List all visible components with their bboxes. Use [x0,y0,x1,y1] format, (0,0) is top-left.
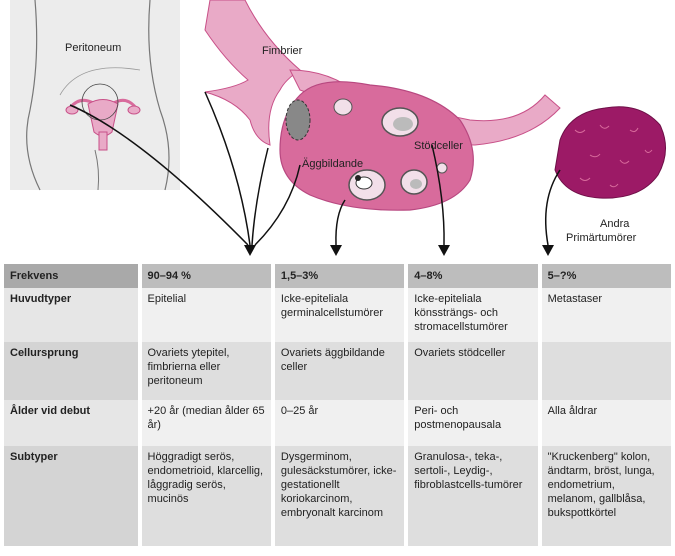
table-cell: Ovariets ytepitel, fimbrierna eller peri… [141,342,271,400]
table-cell: 1,5–3% [274,264,405,288]
label-primartumorer: Primärtumörer [566,232,637,244]
row-label: Frekvens [4,264,138,288]
arrowheads [244,245,554,256]
label-aggbildande: Äggbildande [302,158,364,170]
table-cell: "Kruckenberg" kolon, ändtarm, bröst, lun… [541,446,671,546]
table-cell: 4–8% [408,264,538,288]
table-cell: Ovariets stödceller [408,342,538,400]
tumor-texture [574,124,653,188]
row-label: Huvudtyper [4,288,138,342]
arrows [69,91,561,246]
ovary-illustration [10,0,666,256]
label-stodceller: Stödceller [414,140,463,152]
body-silhouette [10,0,180,191]
table-cell: Icke-epiteliala germinalcellstumörer [274,288,405,342]
table-cell: Dysgerminom, gulesäckstumörer, icke-gest… [274,446,405,546]
table-cell: Alla åldrar [541,400,671,446]
table-cell: Icke-epiteliala könssträngs- och stromac… [408,288,538,342]
table-cell: Epitelial [141,288,271,342]
table-row: Frekvens 90–94 % 1,5–3% 4–8% 5–?% [4,264,671,288]
table-cell: Ovariets äggbildande celler [274,342,405,400]
label-andra: Andra [600,218,630,230]
table-cell: 90–94 % [141,264,271,288]
table-row: Huvudtyper Epitelial Icke-epiteliala ger… [4,288,671,342]
row-label: Cellursprung [4,342,138,400]
table-cell: Peri- och postmenopausala [408,400,538,446]
label-peritoneum: Peritoneum [65,42,122,54]
follicles [285,98,448,201]
row-label: Ålder vid debut [4,400,138,446]
table-cell: Höggradigt serös, endometrioid, klarcell… [141,446,271,546]
tumor-classification-table: Frekvens 90–94 % 1,5–3% 4–8% 5–?% Huvudt… [0,264,675,546]
row-label: Subtyper [4,446,138,546]
table-cell: 0–25 år [274,400,405,446]
table-row: Subtyper Höggradigt serös, endometrioid,… [4,446,671,546]
table-row: Ålder vid debut +20 år (median ålder 65 … [4,400,671,446]
table-cell: Granulosa-, teka-, sertoli-, Leydig-, fi… [408,446,538,546]
label-fimbrier: Fimbrier [262,45,303,57]
table-cell: Metastaser [541,288,671,342]
table-row: Cellursprung Ovariets ytepitel, fimbrier… [4,342,671,400]
table-cell: +20 år (median ålder 65 år) [141,400,271,446]
table-cell: 5–?% [541,264,671,288]
primary-tumor [554,106,666,199]
table-cell [541,342,671,400]
